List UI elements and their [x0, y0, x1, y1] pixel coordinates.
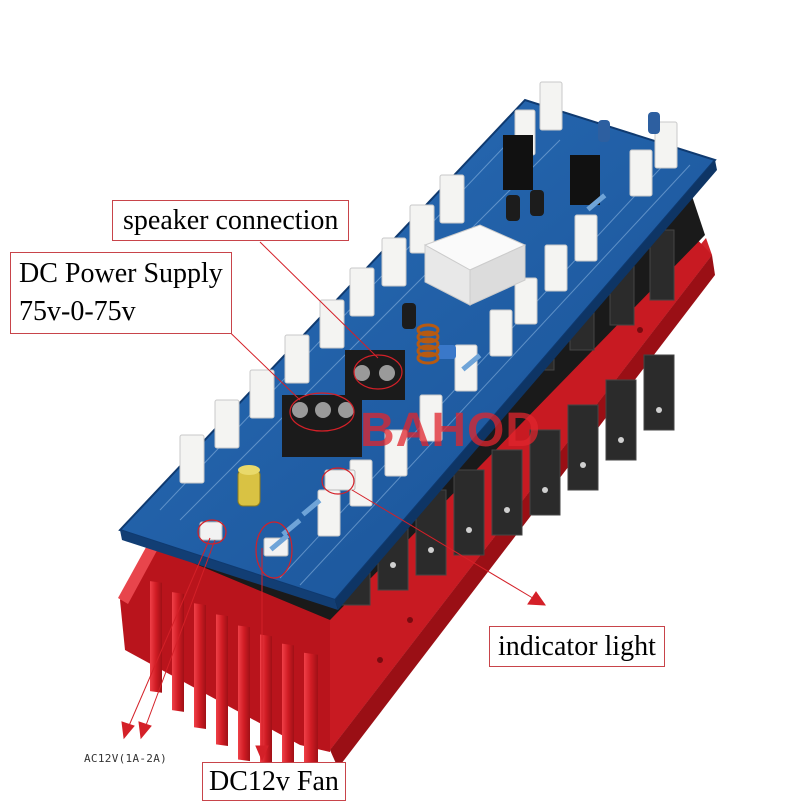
speaker-connection-label: speaker connection: [123, 205, 339, 236]
heatsink-fins: [118, 540, 330, 797]
indicator-light-highlight: [321, 467, 355, 495]
inductor-coil: [416, 323, 440, 365]
ac-input-label: AC12V(1A-2A): [84, 752, 168, 765]
capacitors: [237, 112, 660, 507]
ac-arrowhead-2: [138, 721, 152, 740]
dc-power-supply-label: DC Power Supply: [19, 258, 223, 289]
fan-connector-highlight: [255, 521, 293, 579]
speaker-terminal-block: [345, 350, 405, 400]
relay: [423, 224, 527, 306]
power-terminal-block: [282, 395, 362, 457]
speaker-connection-callout: speaker connection: [112, 200, 350, 241]
dc-power-voltage-label: 75v-0-75v: [19, 296, 136, 327]
dc-power-supply-callout: DC Power Supply 75v-0-75v: [10, 252, 232, 334]
dc-fan-callout: DC12v Fan: [202, 762, 346, 801]
fan-arrowhead: [255, 745, 269, 762]
brand-watermark: BAHOD: [360, 404, 541, 457]
ac-connector-highlight: [197, 519, 227, 545]
indicator-arrowhead: [527, 591, 546, 606]
dc-fan-label: DC12v Fan: [209, 766, 339, 797]
indicator-light-label: indicator light: [498, 631, 656, 662]
indicator-light-callout: indicator light: [489, 626, 665, 667]
driver-heatsinks: [503, 135, 600, 205]
power-terminal-highlight: [289, 392, 355, 432]
ac-arrowhead-1: [121, 721, 135, 740]
speaker-terminal-highlight: [353, 354, 403, 390]
small-resistors: [269, 193, 607, 552]
highlight-circles: [197, 354, 403, 579]
